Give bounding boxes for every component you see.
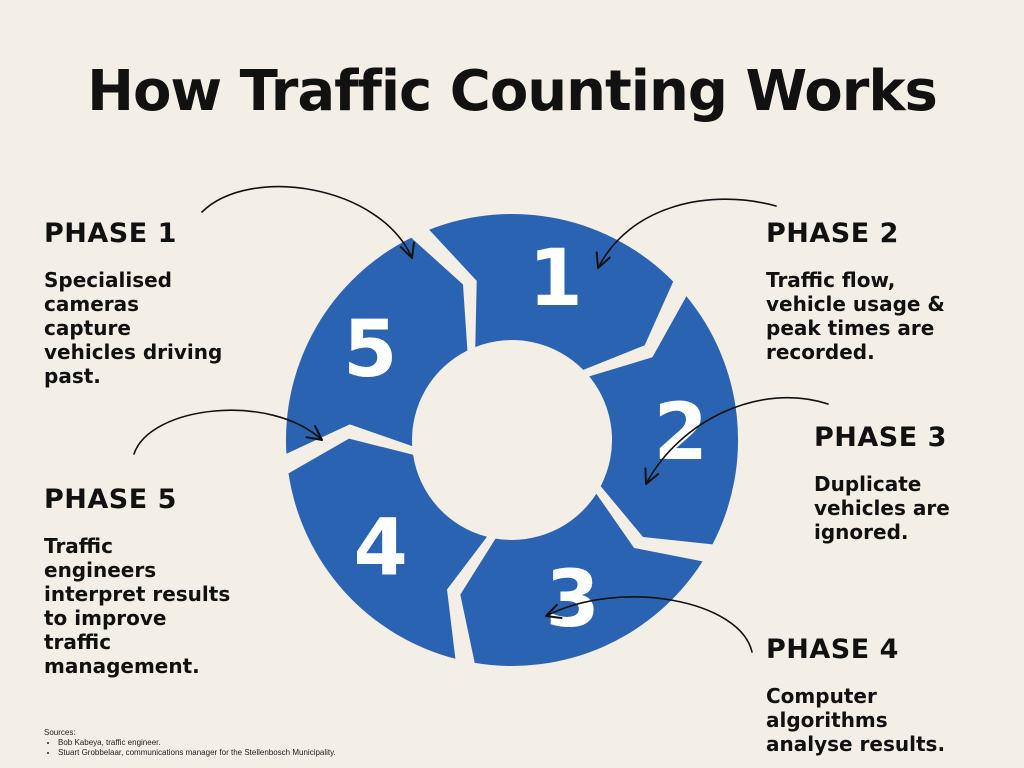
page-title: How Traffic Counting Works: [87, 59, 938, 124]
cycle-number-1: 1: [529, 234, 583, 324]
phase-1-line: Specialised: [44, 268, 172, 292]
phase-2-line: peak times are: [766, 316, 935, 340]
phase-4-block: PHASE 4 Computer algorithms analyse resu…: [766, 634, 986, 756]
cycle-number-5: 5: [343, 305, 397, 395]
phase-2-line: Traffic flow,: [766, 268, 896, 292]
phase-3-line: ignored.: [814, 520, 909, 544]
cycle-segment-5: [285, 237, 468, 454]
phase-3-line: Duplicate: [814, 472, 922, 496]
cycle-segment-1: [429, 213, 674, 370]
arrowhead-phase-2: [595, 251, 611, 269]
phase-4-line: Computer: [766, 684, 877, 708]
arrowhead-phase-3: [644, 467, 660, 485]
phase-5-line: management.: [44, 654, 200, 678]
phase-4-description: Computer algorithms analyse results.: [766, 684, 986, 756]
phase-1-line: past.: [44, 364, 101, 388]
arrow-phase-1: [201, 185, 413, 259]
arrowhead-phase-5: [305, 425, 323, 441]
phase-3-block: PHASE 3 Duplicate vehicles are ignored.: [814, 422, 1004, 544]
phase-3-description: Duplicate vehicles are ignored.: [814, 472, 1004, 544]
phase-1-line: vehicles driving: [44, 340, 223, 364]
source-item: Stuart Grobbelaar, communications manage…: [58, 748, 336, 758]
phase-2-line: recorded.: [766, 340, 875, 364]
phase-1-description: Specialised cameras capture vehicles dri…: [44, 268, 254, 388]
arrowhead-phase-1: [399, 241, 415, 259]
phase-3-line: vehicles are: [814, 496, 950, 520]
cycle-segment-3: [460, 493, 703, 666]
phase-1-block: PHASE 1 Specialised cameras capture vehi…: [44, 218, 254, 388]
phase-1-line: cameras: [44, 292, 140, 316]
phase-arrows: [133, 185, 829, 653]
phase-3-heading: PHASE 3: [814, 422, 947, 453]
arrow-phase-4: [545, 596, 753, 653]
cycle-numbers: 123 4 5: [343, 234, 708, 645]
phase-5-line: engineers: [44, 558, 157, 582]
arrowhead-phase-4: [545, 603, 563, 619]
sources-list: Bob Kabeya, traffic engineer. Stuart Gro…: [44, 738, 336, 758]
phase-5-heading: PHASE 5: [44, 484, 177, 515]
phase-1-heading: PHASE 1: [44, 218, 177, 249]
phase-4-line: algorithms: [766, 708, 888, 732]
phase-5-line: Traffic: [44, 534, 113, 558]
arrow-phase-2: [597, 198, 777, 269]
cycle-number-3: 3: [545, 555, 599, 645]
phase-5-line: to improve: [44, 606, 167, 630]
phase-5-block: PHASE 5 Traffic engineers interpret resu…: [44, 484, 264, 678]
phase-2-block: PHASE 2 Traffic flow, vehicle usage & pe…: [766, 218, 986, 364]
cycle-ring: [285, 213, 739, 666]
arrow-phase-5: [133, 409, 323, 455]
phase-4-line: analyse results.: [766, 732, 946, 756]
cycle-segment-2: [589, 296, 739, 545]
phase-1-line: capture: [44, 316, 131, 340]
cycle-segment-4: [288, 438, 487, 659]
arrow-phase-3: [645, 396, 829, 485]
phase-5-description: Traffic engineers interpret results to i…: [44, 534, 264, 678]
phase-2-description: Traffic flow, vehicle usage & peak times…: [766, 268, 986, 364]
phase-5-line: interpret results: [44, 582, 231, 606]
phase-2-heading: PHASE 2: [766, 218, 899, 249]
phase-5-line: traffic: [44, 630, 112, 654]
cycle-number-4: 4: [354, 503, 408, 593]
source-item: Bob Kabeya, traffic engineer.: [58, 738, 336, 748]
phase-4-heading: PHASE 4: [766, 634, 899, 665]
cycle-number-2: 2: [654, 388, 708, 478]
sources-note: Sources: Bob Kabeya, traffic engineer. S…: [44, 728, 336, 758]
phase-2-line: vehicle usage &: [766, 292, 945, 316]
sources-label: Sources:: [44, 728, 76, 737]
